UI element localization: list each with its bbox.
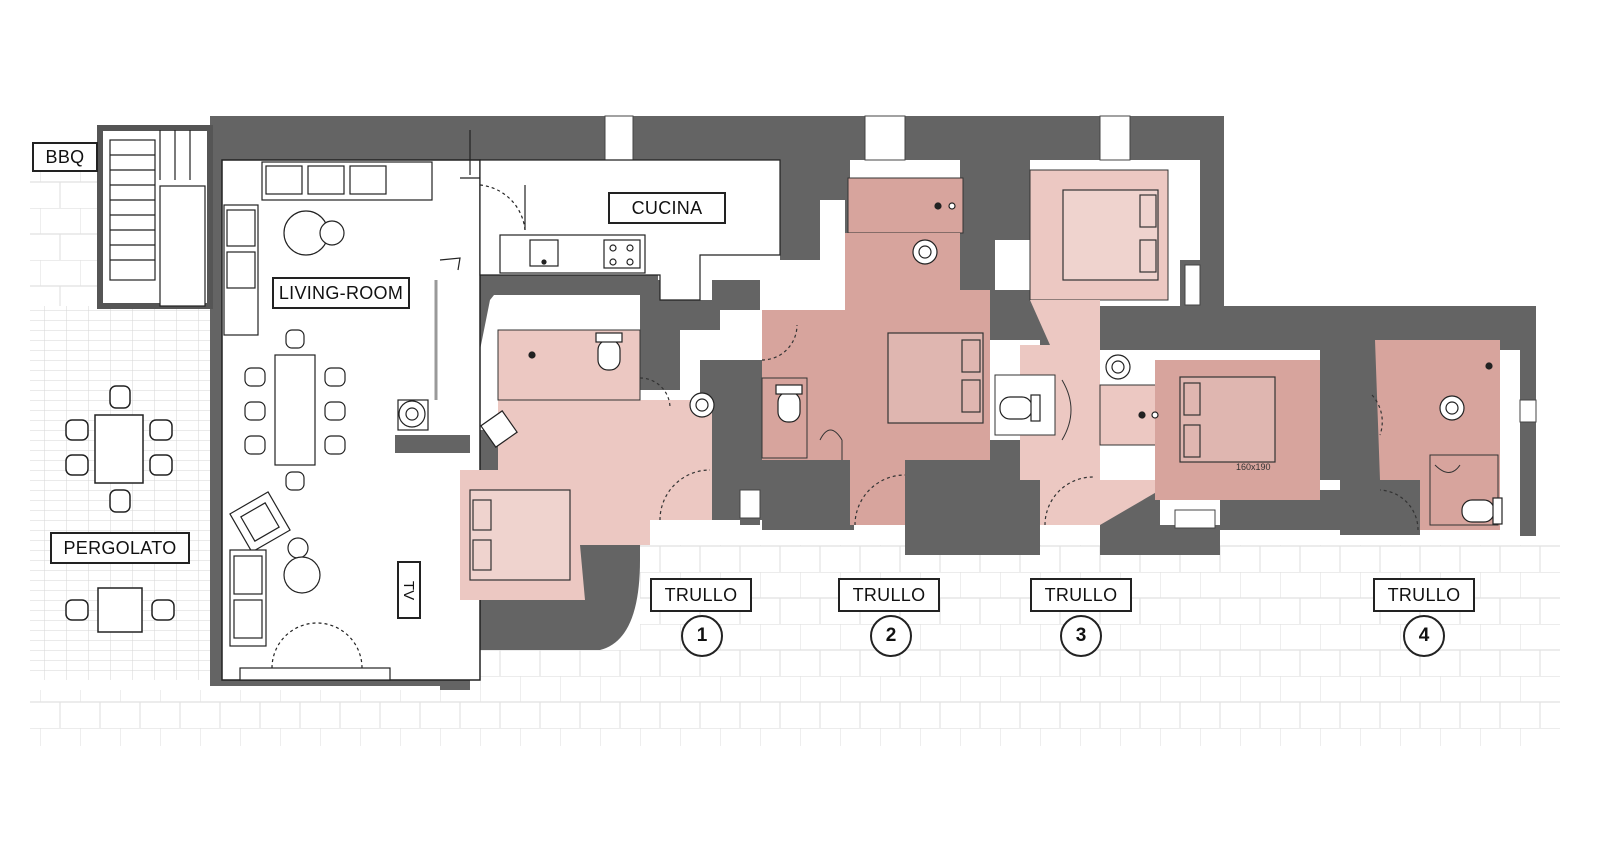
trullo-1-label: TRULLO bbox=[650, 578, 752, 612]
pergola-furniture bbox=[65, 385, 175, 633]
living-furniture bbox=[223, 130, 526, 681]
trullo-3-number: 3 bbox=[1060, 615, 1102, 657]
living-room-label: LIVING-ROOM bbox=[272, 277, 410, 309]
trullo-3-room bbox=[994, 169, 1169, 525]
tv-label: TV bbox=[397, 561, 421, 619]
outdoor-paving bbox=[30, 168, 1560, 746]
doors bbox=[639, 324, 1419, 531]
trullo-4-room bbox=[1155, 340, 1500, 530]
trullo-2-label: TRULLO bbox=[838, 578, 940, 612]
kitchen-counter bbox=[499, 234, 646, 274]
cucina-label: CUCINA bbox=[608, 192, 726, 224]
beds bbox=[469, 189, 1276, 581]
pergolato-label: PERGOLATO bbox=[50, 532, 190, 564]
trullo-4-label: TRULLO bbox=[1373, 578, 1475, 612]
trullo-2-number: 2 bbox=[870, 615, 912, 657]
trullo-1-number: 1 bbox=[681, 615, 723, 657]
staircase bbox=[97, 125, 213, 309]
trullo-4-number: 4 bbox=[1403, 615, 1445, 657]
bbq-label: BBQ bbox=[32, 142, 98, 172]
bathroom-fixtures bbox=[528, 202, 1503, 525]
trullo-3-label: TRULLO bbox=[1030, 578, 1132, 612]
door-leaves bbox=[819, 379, 1461, 473]
bed-size-label: 160x190 bbox=[1236, 462, 1271, 472]
